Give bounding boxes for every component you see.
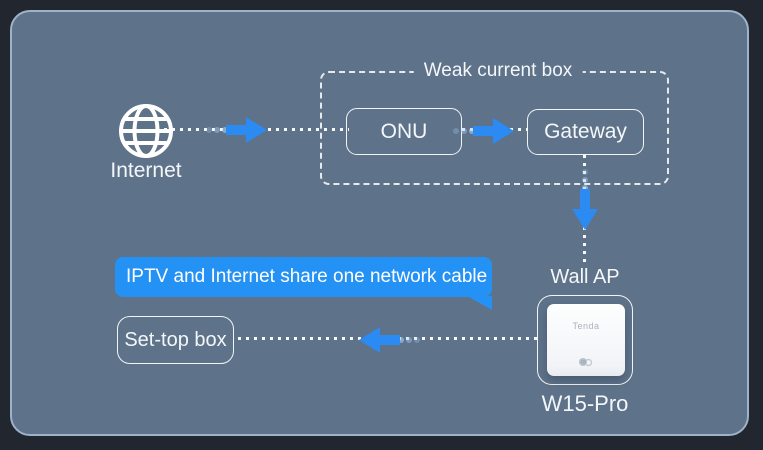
- onu-label: ONU: [380, 119, 428, 143]
- flow-arrow-left-icon: [359, 327, 420, 353]
- gateway-node: Gateway: [527, 109, 644, 155]
- onu-node: ONU: [346, 108, 462, 155]
- internet-globe-icon: [119, 104, 173, 158]
- device-brand-logo: Tenda: [572, 321, 600, 331]
- device-model-label: W15-Pro: [541, 391, 629, 416]
- flow-arrow-right-icon: [453, 118, 514, 144]
- flow-arrow-down-icon: [572, 169, 598, 230]
- internet-label: Internet: [110, 159, 182, 182]
- iptv-callout-text: IPTV and Internet share one network cabl…: [126, 266, 488, 287]
- wall-ap-device: Tenda: [547, 304, 625, 376]
- device-logo-icon: [579, 358, 593, 367]
- flow-arrow-right-icon: [206, 117, 267, 143]
- set-top-box-label: Set-top box: [124, 328, 227, 351]
- wall-ap-label: Wall AP: [550, 266, 620, 288]
- diagram-panel: Internet Weak current box ONU Gateway: [10, 10, 749, 436]
- gateway-label: Gateway: [544, 120, 627, 143]
- wall-ap-frame: [537, 295, 633, 385]
- bubble-tail-icon: [467, 296, 492, 310]
- weak-current-box-label: Weak current box: [413, 59, 583, 83]
- set-top-box-node: Set-top box: [117, 316, 234, 364]
- iptv-callout-bubble: IPTV and Internet share one network cabl…: [115, 257, 492, 297]
